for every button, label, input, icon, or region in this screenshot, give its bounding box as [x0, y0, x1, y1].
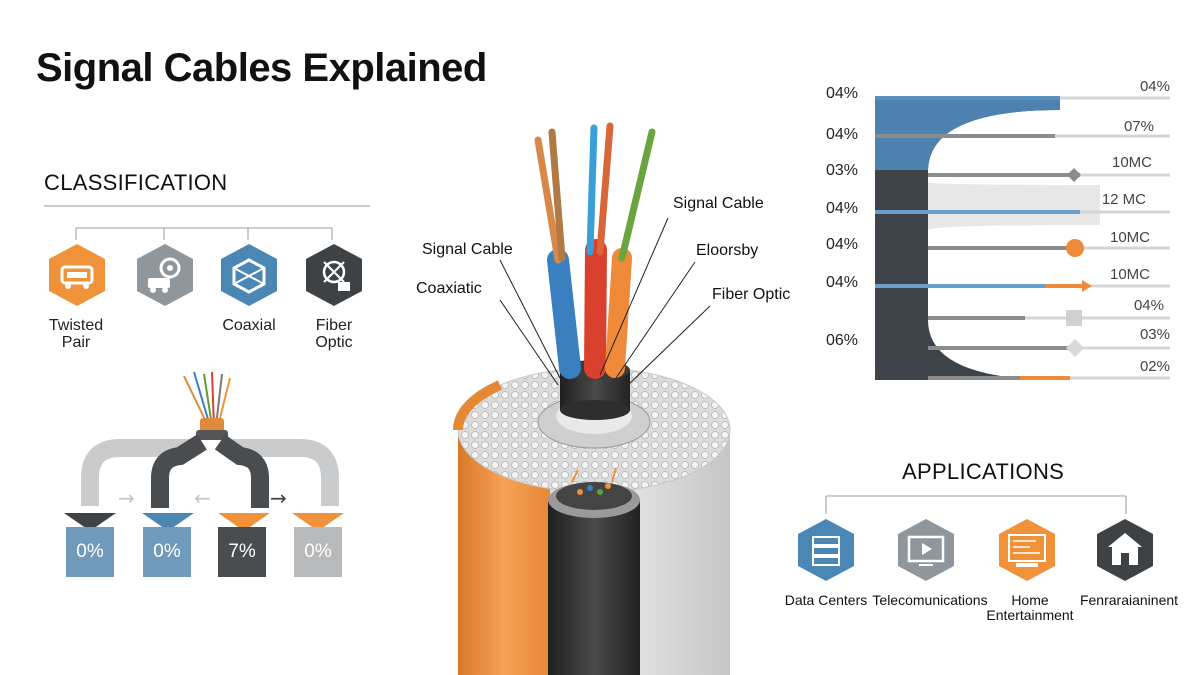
home-entertainment-icon — [999, 519, 1055, 581]
flow-arrow-1 — [64, 513, 116, 531]
chart-left-label-2: 04% — [826, 126, 859, 143]
cable-split-diagram: → ← → — [81, 371, 339, 510]
fiber-optic-cable-label: Fiber Optic — [712, 286, 791, 303]
home-entertainment-label: Home Entertainment — [986, 592, 1074, 623]
chart-left-label-6: 04% — [826, 274, 859, 291]
cable-cross-section — [452, 122, 731, 675]
coaxial-icon — [221, 244, 277, 306]
bar-graphic — [875, 96, 1170, 380]
telecommunications-icon — [898, 519, 954, 581]
svg-text:←: ← — [194, 486, 211, 510]
flow-arrow-2 — [142, 513, 194, 531]
applications-connector — [825, 495, 1127, 514]
svg-text:→: → — [270, 486, 287, 510]
chart-right-label-2: 07% — [1123, 118, 1154, 135]
flow-arrow-4 — [292, 513, 344, 531]
chart-right-label-4: 12 MC — [1101, 191, 1146, 208]
chart-left-label-5: 04% — [826, 236, 859, 253]
eloorsby-label: Eloorsby — [696, 242, 759, 259]
flow-value-box-1: 0% — [66, 527, 114, 577]
flow-value-box-2: 0% — [143, 527, 191, 577]
data-centers-icon — [798, 519, 854, 581]
classification-heading: CLASSIFICATION — [44, 170, 228, 195]
coaxiatic-label: Coaxiatic — [416, 280, 482, 297]
entertainment-label: Fenraraianinent — [1079, 592, 1179, 608]
coaxial-label: Coaxial — [222, 317, 276, 334]
classification-connector — [44, 205, 370, 240]
chart-right-label-3: 10MC — [1111, 154, 1152, 171]
signal-cable-left-label: Signal Cable — [422, 241, 513, 258]
chart-right-label-1: 04% — [1139, 78, 1170, 95]
chart-left-label-7: 06% — [826, 332, 859, 349]
svg-text:→: → — [118, 486, 135, 510]
signal-cable-right-label: Signal Cable — [673, 195, 764, 212]
cable-fan-icon — [183, 371, 231, 440]
chart-right-label-5: 10MC — [1109, 229, 1150, 246]
fiber-optic-icon — [306, 244, 362, 306]
chart-right-label-9: 02% — [1139, 358, 1170, 375]
data-centers-label: Data Centers — [784, 592, 868, 608]
telecommunications-label: Telecomunications — [872, 592, 988, 608]
page-title: Signal Cables Explained — [36, 46, 487, 90]
chart-right-label-7: 04% — [1133, 297, 1164, 314]
gear-car-icon — [137, 244, 193, 306]
chart-left-label-1: 04% — [826, 85, 859, 102]
twisted-pair-icon — [49, 244, 105, 306]
chart-right-label-6: 10MC — [1109, 266, 1150, 283]
applications-heading: APPLICATIONS — [902, 459, 1065, 484]
chart-left-label-4: 04% — [826, 200, 859, 217]
twisted-pair-label: Twisted Pair — [48, 317, 104, 351]
chart-right-label-8: 03% — [1139, 326, 1170, 343]
flow-value-box-4: 0% — [294, 527, 342, 577]
flow-arrow-3 — [218, 513, 270, 531]
entertainment-icon — [1097, 519, 1153, 581]
flow-value-box-3: 7% — [218, 527, 266, 577]
chart-left-label-3: 03% — [826, 162, 859, 179]
fiber-optic-label: Fiber Optic — [315, 317, 353, 351]
